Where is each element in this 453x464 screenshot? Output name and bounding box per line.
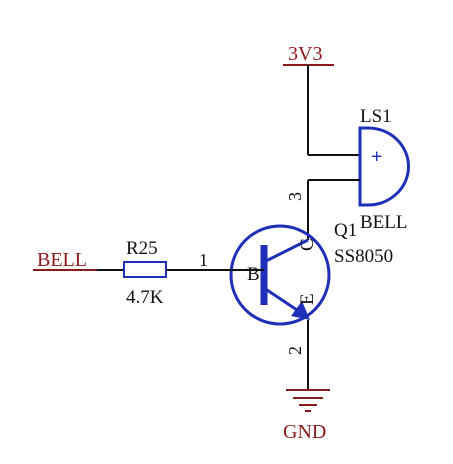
- resistor-symbol: [123, 261, 167, 278]
- emitter-arrow-icon: [291, 301, 310, 320]
- collector-pin-number: 3: [285, 192, 305, 201]
- transistor-emitter-lead: [263, 286, 301, 314]
- power-net-label: 3V3: [288, 43, 322, 65]
- speaker-value-label: BELL: [360, 212, 408, 233]
- ground-net-label: GND: [283, 421, 326, 443]
- input-net-label: BELL: [37, 249, 87, 271]
- collector-letter: C: [297, 238, 318, 251]
- speaker-plus-mark: +: [371, 146, 382, 168]
- emitter-letter: E: [297, 293, 318, 305]
- base-pin-number: 1: [199, 250, 208, 270]
- base-letter: B: [247, 264, 260, 285]
- speaker-symbol: [358, 126, 411, 207]
- transistor-collector-lead: [263, 238, 309, 264]
- resistor-value-label: 4.7K: [126, 287, 164, 308]
- speaker-ref-label: LS1: [360, 106, 392, 127]
- transistor-body: [229, 224, 331, 326]
- transistor-part-label: SS8050: [334, 246, 393, 267]
- transistor-ref-label: Q1: [334, 220, 357, 241]
- emitter-pin-number: 2: [285, 346, 305, 355]
- resistor-ref-label: R25: [126, 238, 158, 259]
